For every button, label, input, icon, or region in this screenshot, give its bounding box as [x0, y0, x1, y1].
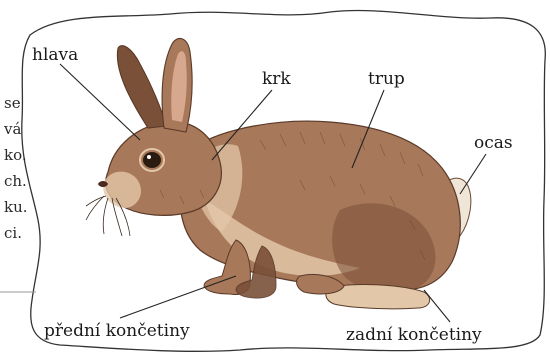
label-neck: krk [262, 69, 291, 89]
side-fragment-6: ci. [4, 224, 22, 242]
side-fragment-5: ku. [4, 198, 28, 216]
label-tail: ocas [474, 133, 513, 153]
leader-tail [460, 154, 486, 194]
rabbit-eye [143, 152, 161, 168]
label-head: hlava [32, 45, 78, 65]
side-fragment-2: vá [3, 120, 21, 138]
rabbit-eye-highlight [147, 155, 151, 159]
side-fragment-3: ko. [4, 146, 27, 164]
side-fragment-4: ch. [4, 172, 27, 190]
rabbit-ear-back [117, 46, 166, 128]
side-fragment-1: se [4, 94, 21, 112]
label-front-limbs: přední končetiny [44, 321, 190, 341]
leader-front [120, 276, 236, 318]
label-trunk: trup [368, 69, 405, 89]
leader-hind [424, 290, 450, 322]
side-text-fragments: se vá ko. ch. ku. ci. [3, 94, 28, 242]
label-hind-limbs: zadní končetiny [346, 325, 482, 345]
